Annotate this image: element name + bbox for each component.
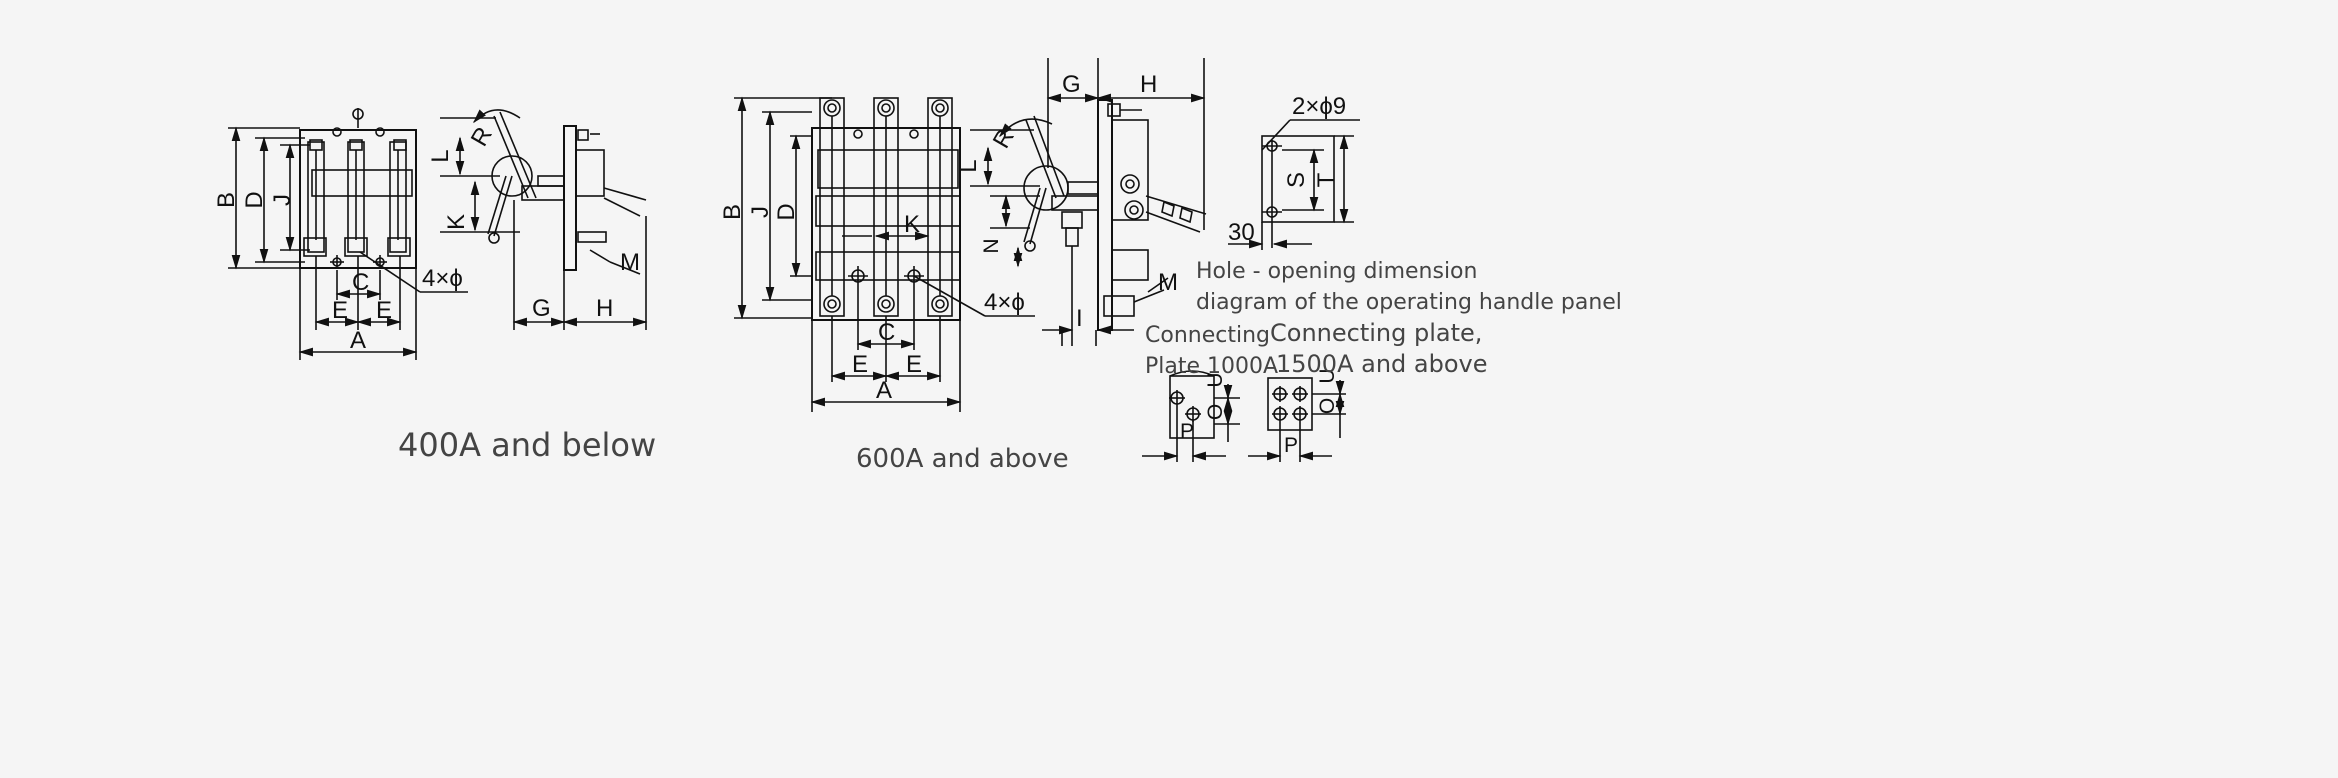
label-P: P	[1180, 420, 1194, 443]
label-E: E	[852, 351, 868, 378]
label-S: S	[1283, 172, 1310, 188]
label-O: O	[1204, 404, 1227, 420]
plate-1500-title: Connecting plate, 1500A and above	[1270, 318, 1488, 380]
label-J: J	[269, 194, 296, 206]
label-P: P	[1284, 434, 1298, 457]
label-N: N	[980, 238, 1003, 253]
label-C: C	[352, 269, 369, 296]
plate-1500-view	[1248, 377, 1346, 462]
label-K: K	[904, 211, 920, 238]
label-G: G	[1062, 71, 1081, 98]
label-I: I	[1076, 305, 1083, 332]
label-B: B	[213, 192, 240, 208]
label-G: G	[532, 295, 551, 322]
plate-1000-title-line2: Plate 1000A	[1145, 354, 1279, 379]
panel-note-line2: diagram of the operating handle panel	[1196, 290, 1622, 315]
label-holes: 4×ϕ	[984, 289, 1025, 316]
caption-400a: 400A and below	[398, 426, 657, 464]
label-C: C	[878, 319, 895, 346]
label-B: B	[719, 204, 746, 220]
small-front-view	[228, 108, 468, 360]
label-30: 30	[1228, 219, 1255, 246]
label-T: T	[1313, 172, 1340, 187]
label-E: E	[332, 297, 348, 324]
label-L: L	[427, 149, 454, 162]
label-O: O	[1316, 398, 1339, 414]
caption-600a: 600A and above	[856, 444, 1069, 474]
small-labels: B D J C E E A 4×ϕ L K R M G H	[213, 122, 640, 354]
label-M: M	[1158, 269, 1178, 296]
label-M: M	[620, 249, 640, 276]
label-L: L	[955, 159, 982, 172]
plate-1500-title-line2: 1500A and above	[1276, 350, 1488, 378]
plate-1500-title-line1: Connecting plate,	[1270, 319, 1483, 347]
label-H: H	[1140, 71, 1157, 98]
plate-1000-title: Connecting Plate 1000A	[1145, 320, 1278, 382]
large-front-view	[734, 96, 1035, 412]
label-U: U	[1204, 372, 1227, 387]
plate-1000-view	[1142, 370, 1240, 462]
label-E: E	[906, 351, 922, 378]
label-E: E	[376, 297, 392, 324]
panel-hole-view	[1228, 119, 1360, 250]
label-H: H	[596, 295, 613, 322]
plate-labels: U O P U O P	[1180, 368, 1339, 457]
label-holes: 4×ϕ	[422, 265, 463, 292]
label-K: K	[443, 214, 470, 230]
label-A: A	[876, 377, 892, 404]
panel-labels: 2×ϕ9 S T 30	[1228, 93, 1346, 246]
large-side-view	[970, 58, 1207, 346]
panel-note-line1: Hole - opening dimension	[1196, 259, 1478, 284]
label-J: J	[747, 206, 774, 218]
panel-note: Hole - opening dimension diagram of the …	[1196, 256, 1622, 318]
label-holes: 2×ϕ9	[1292, 93, 1346, 120]
small-side-view	[440, 109, 648, 330]
label-U: U	[1316, 368, 1339, 383]
label-A: A	[350, 327, 366, 354]
label-D: D	[241, 191, 268, 208]
large-labels: B J D K C E E A 4×ϕ L R N G H I M	[719, 71, 1178, 404]
label-R: R	[466, 122, 498, 151]
label-R: R	[988, 124, 1020, 153]
plate-1000-title-line1: Connecting	[1145, 323, 1270, 348]
label-D: D	[773, 203, 800, 220]
